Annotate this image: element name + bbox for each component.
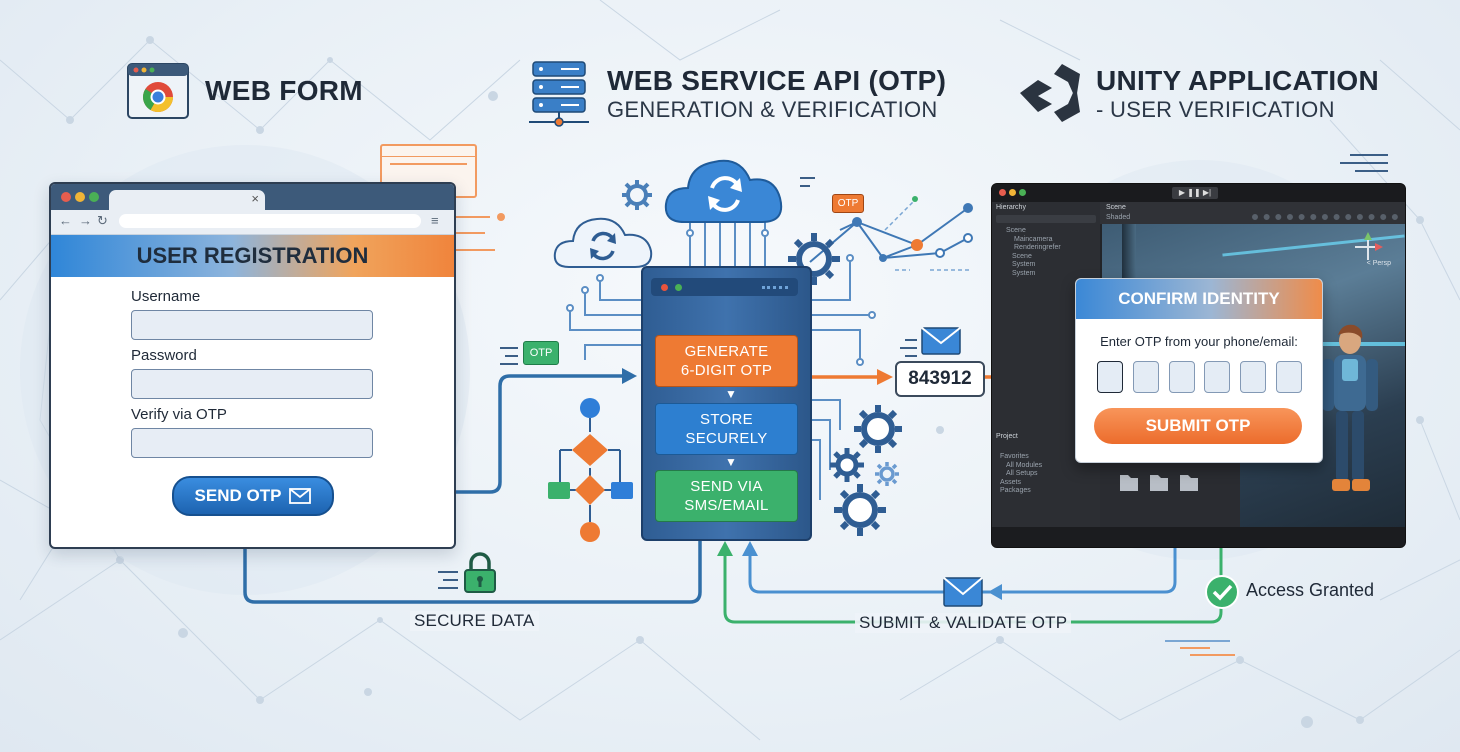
send-via-step: SEND VIA SMS/EMAIL (655, 470, 798, 522)
tree-item[interactable]: Maincamera (1014, 235, 1053, 243)
down-arrow-icon: ▼ (725, 455, 737, 469)
gear-icon (622, 180, 652, 210)
tree-item[interactable]: System (1012, 269, 1036, 277)
hierarchy-title: Hierarchy (996, 204, 1026, 211)
web-form-title: WEB FORM (205, 75, 363, 106)
sync-cloud-small-icon (551, 209, 655, 271)
otp-digit-input[interactable] (1097, 361, 1123, 393)
send-step-line1: SEND VIA (690, 478, 763, 495)
tree-item[interactable]: Renderingrefer (1014, 244, 1061, 251)
otp-digit-input[interactable] (1204, 361, 1230, 393)
otp-verify-input[interactable] (131, 428, 373, 458)
unity-subtitle: - USER VERIFICATION (1096, 97, 1335, 122)
hierarchy-tree: Scene Maincamera Renderingrefer Scene Sy… (1006, 227, 1061, 278)
gear-icon (854, 405, 902, 453)
tree-item[interactable]: System (1012, 261, 1036, 268)
confirm-identity-dialog: CONFIRM IDENTITY Enter OTP from your pho… (1075, 278, 1323, 463)
gear-icon (875, 462, 899, 486)
scene-tabbar: Scene Shaded (1100, 202, 1405, 224)
forward-arrow-icon[interactable]: → (79, 213, 92, 228)
tree-item[interactable]: Scene (1012, 252, 1032, 260)
mail-icon (289, 488, 312, 504)
tab-close-icon[interactable]: × (251, 191, 259, 206)
browser-titlebar: × (51, 184, 454, 210)
api-subtitle: GENERATION & VERIFICATION (607, 97, 938, 122)
api-title: WEB SERVICE API (OTP) (607, 65, 947, 96)
otp-digit-input[interactable] (1276, 361, 1302, 393)
server-stack-icon (527, 60, 591, 128)
shaded-dropdown[interactable]: Shaded (1106, 214, 1131, 221)
tree-item[interactable]: Scene (1006, 227, 1026, 234)
unity-status-bar (992, 527, 1405, 547)
unity-toolbar: ▶ ❚❚ ▶| (992, 184, 1405, 202)
otp-prompt: Enter OTP from your phone/email: (1100, 334, 1298, 349)
unity-title: UNITY APPLICATION (1096, 65, 1380, 96)
lock-icon (464, 552, 496, 593)
otp-code-display: 843912 (895, 361, 985, 397)
otp-digit-input[interactable] (1240, 361, 1266, 393)
hierarchy-panel: Hierarchy Scene Maincamera Renderingrefe… (992, 202, 1100, 427)
project-item[interactable]: Packages (1000, 487, 1031, 494)
unity-logo-icon (1018, 60, 1082, 126)
browser-tab[interactable]: × (109, 190, 265, 210)
send-otp-label: SEND OTP (194, 486, 282, 505)
address-bar[interactable] (119, 214, 421, 228)
project-title: Project (996, 433, 1018, 440)
send-step-line2: SMS/EMAIL (684, 497, 769, 514)
access-granted-label: Access Granted (1246, 580, 1375, 600)
persp-label: < Persp (1366, 260, 1391, 267)
otp-server: GENERATE 6-DIGIT OTP ▼ STORE SECURELY ▼ … (641, 266, 812, 541)
gear-icon (830, 448, 864, 482)
back-arrow-icon[interactable]: ← (59, 213, 72, 228)
secure-data-label: SECURE DATA (410, 611, 539, 631)
password-input[interactable] (131, 369, 373, 399)
checkmark-icon (1205, 575, 1239, 609)
envelope-icon (921, 327, 961, 355)
otp-verify-label: Verify via OTP (131, 406, 227, 423)
otp-digit-input[interactable] (1133, 361, 1159, 393)
maximize-dot-icon[interactable] (89, 192, 99, 202)
submit-validate-label: SUBMIT & VALIDATE OTP (855, 613, 1072, 633)
browser-icon (127, 63, 189, 119)
confirm-title: CONFIRM IDENTITY (1076, 279, 1322, 319)
character-figure (1322, 324, 1378, 491)
otp-tag: OTP (523, 341, 559, 365)
sync-cloud-icon (662, 150, 788, 226)
submit-otp-button[interactable]: SUBMIT OTP (1094, 408, 1302, 444)
username-input[interactable] (131, 310, 373, 340)
registration-browser-window: × ← → ↻ ≡ USER REGISTRATION Username Pas… (49, 182, 456, 549)
scene-gizmo-icon[interactable] (1351, 230, 1385, 264)
play-controls[interactable]: ▶ ❚❚ ▶| (1172, 187, 1218, 199)
username-label: Username (131, 288, 201, 305)
close-dot-icon[interactable] (61, 192, 71, 202)
generate-step-line1: GENERATE (684, 343, 769, 360)
store-step-line1: STORE (700, 411, 753, 428)
project-item[interactable]: All Setups (1006, 470, 1038, 477)
generate-otp-step: GENERATE 6-DIGIT OTP (655, 335, 798, 387)
project-item[interactable]: All Modules (1006, 461, 1043, 469)
otp-badge: OTP (832, 194, 864, 213)
registration-header: USER REGISTRATION (51, 235, 454, 277)
minimize-dot-icon[interactable] (75, 192, 85, 202)
down-arrow-icon: ▼ (725, 387, 737, 401)
scene-tab[interactable]: Scene (1106, 204, 1126, 211)
password-label: Password (131, 347, 197, 364)
project-tree: Favorites All Modules All Setups Assets … (1000, 453, 1042, 496)
project-item[interactable]: Favorites (1000, 453, 1029, 460)
store-securely-step: STORE SECURELY (655, 403, 798, 455)
browser-navbar: ← → ↻ ≡ (51, 210, 454, 235)
gear-icon (834, 484, 886, 536)
server-status-bar (651, 278, 798, 296)
registration-title: USER REGISTRATION (136, 243, 369, 268)
folder-icons (1120, 475, 1198, 491)
envelope-icon (943, 577, 983, 607)
generate-step-line2: 6-DIGIT OTP (680, 362, 773, 379)
project-item[interactable]: Assets (1000, 478, 1022, 486)
reload-icon[interactable]: ↻ (97, 213, 108, 228)
otp-digit-input[interactable] (1169, 361, 1195, 393)
store-step-line2: SECURELY (685, 430, 768, 447)
send-otp-button[interactable]: SEND OTP (172, 476, 334, 516)
menu-icon[interactable]: ≡ (431, 213, 439, 228)
